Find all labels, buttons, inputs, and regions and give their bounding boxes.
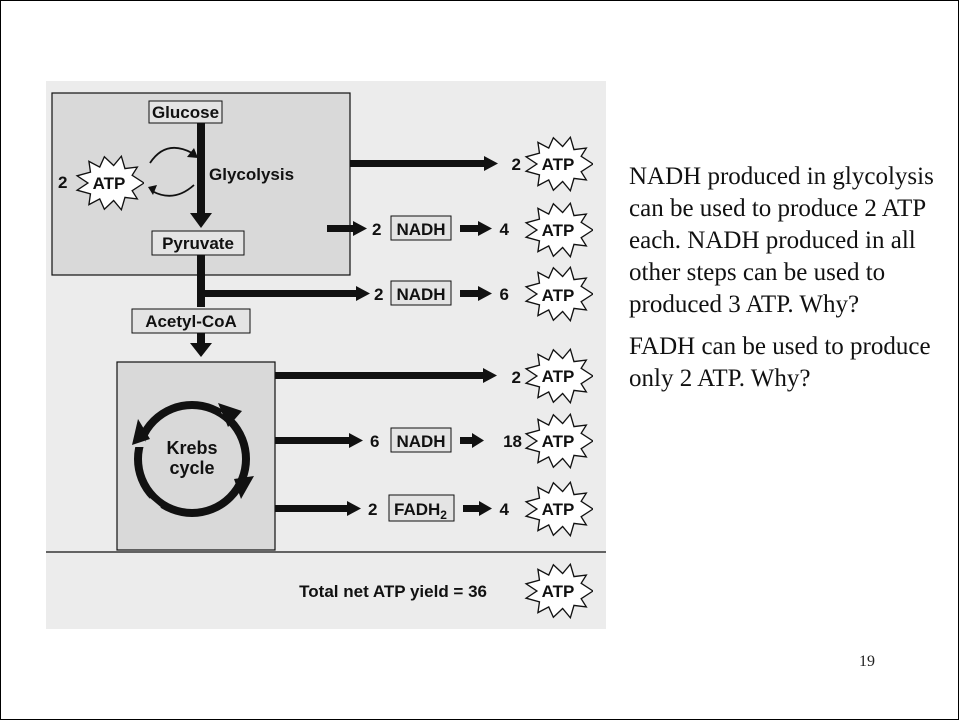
krebs-label-line1: Krebs bbox=[166, 438, 217, 458]
cellular-respiration-diagram: Glucose Glycolysis 2 ATP Pyruvate 2 ATP bbox=[46, 81, 606, 629]
row6-fadh-count: 2 bbox=[368, 500, 377, 519]
row3-nadh-box bbox=[390, 280, 452, 306]
row1-atp-label: ATP bbox=[542, 155, 575, 174]
row2-nadh-box bbox=[390, 215, 452, 241]
notes-paragraph-fadh: FADH can be used to produce only 2 ATP. … bbox=[629, 333, 931, 392]
row6-arrow2-head bbox=[479, 501, 492, 516]
krebs-label-line2: cycle bbox=[169, 458, 214, 478]
row4-atp-label: ATP bbox=[542, 367, 575, 386]
glycolysis-arrow-head bbox=[190, 213, 212, 228]
row3-nadh-count: 2 bbox=[374, 285, 383, 304]
atp-investment-curve-bottom-head bbox=[148, 185, 157, 195]
row2-nadh-count: 2 bbox=[372, 220, 381, 239]
total-yield-label: Total net ATP yield = 36 bbox=[299, 582, 487, 601]
row5-atp-count: 18 bbox=[503, 432, 522, 451]
row6-fadh-label: FADH2 bbox=[394, 500, 447, 522]
glucose-box bbox=[148, 100, 223, 124]
row5-nadh-count: 6 bbox=[370, 432, 379, 451]
row6-fadh-name: FADH bbox=[394, 500, 440, 519]
krebs-arrowhead-top bbox=[218, 403, 242, 427]
row6-arrow-head bbox=[347, 501, 361, 516]
row1-arrow-head bbox=[484, 156, 498, 171]
input-atp-count: 2 bbox=[58, 173, 67, 192]
total-atp-label: ATP bbox=[542, 582, 575, 601]
row5-nadh-box bbox=[390, 427, 452, 453]
page-number: 19 bbox=[859, 653, 875, 670]
row6-atp-label: ATP bbox=[542, 500, 575, 519]
row5-arrow-shaft bbox=[275, 437, 351, 444]
row5-nadh-label: NADH bbox=[396, 432, 445, 451]
row2-arrow2-head bbox=[478, 221, 492, 236]
row2-nadh-label: NADH bbox=[396, 220, 445, 239]
row3-atp-label: ATP bbox=[542, 286, 575, 305]
row4-atp-count: 2 bbox=[512, 368, 521, 387]
row6-arrow2-shaft bbox=[463, 505, 481, 512]
row2-arrow-head bbox=[353, 221, 367, 236]
row3-arrow-head bbox=[356, 286, 370, 301]
row4-arrow-shaft bbox=[275, 372, 485, 379]
row2-atp-count: 4 bbox=[500, 220, 510, 239]
krebs-cycle-circle bbox=[134, 401, 250, 517]
row2-atp-label: ATP bbox=[542, 221, 575, 240]
pyruvate-label: Pyruvate bbox=[162, 234, 234, 253]
krebs-arrowhead-left bbox=[132, 419, 150, 445]
row1-arrow-shaft bbox=[350, 160, 486, 167]
glycolysis-label: Glycolysis bbox=[209, 165, 294, 184]
krebs-gap-bottom bbox=[141, 498, 161, 518]
slide-notes: NADH produced in glycolysis can be used … bbox=[629, 161, 939, 405]
row5-arrow-head bbox=[349, 433, 363, 448]
acetyl-down-shaft bbox=[197, 333, 205, 345]
row3-arrow-shaft bbox=[197, 290, 358, 297]
row2-arrow2-shaft bbox=[460, 225, 480, 232]
row5-atp-label: ATP bbox=[542, 432, 575, 451]
glycolysis-arrow-shaft bbox=[197, 123, 205, 217]
row4-arrow-head bbox=[483, 368, 497, 383]
notes-paragraph-nadh: NADH produced in glycolysis can be used … bbox=[629, 163, 934, 318]
input-atp-label: ATP bbox=[93, 174, 126, 193]
row5-arrow2-head bbox=[472, 433, 484, 448]
row3-atp-count: 6 bbox=[500, 285, 509, 304]
row2-arrow-shaft bbox=[327, 225, 355, 232]
row6-fadh-box bbox=[388, 494, 455, 522]
row6-arrow-shaft bbox=[275, 505, 349, 512]
glucose-label: Glucose bbox=[152, 103, 219, 122]
atp-investment-curve-top-head bbox=[187, 148, 198, 158]
acetyl-coa-box bbox=[131, 308, 251, 334]
acetyl-coa-label: Acetyl-CoA bbox=[145, 312, 237, 331]
atp-investment-curve-top bbox=[149, 146, 193, 164]
row3-arrow2-shaft bbox=[460, 290, 480, 297]
row6-atp-count: 4 bbox=[500, 500, 510, 519]
pyruvate-down-shaft bbox=[197, 255, 205, 307]
row1-atp-count: 2 bbox=[512, 155, 521, 174]
row6-fadh-subscript: 2 bbox=[440, 508, 447, 522]
krebs-arrowhead-right bbox=[234, 476, 254, 499]
acetyl-down-head bbox=[190, 343, 212, 357]
row3-arrow2-head bbox=[478, 286, 492, 301]
atp-investment-curve-bottom bbox=[151, 184, 195, 197]
row3-nadh-label: NADH bbox=[396, 285, 445, 304]
row5-arrow2-shaft bbox=[460, 437, 474, 444]
